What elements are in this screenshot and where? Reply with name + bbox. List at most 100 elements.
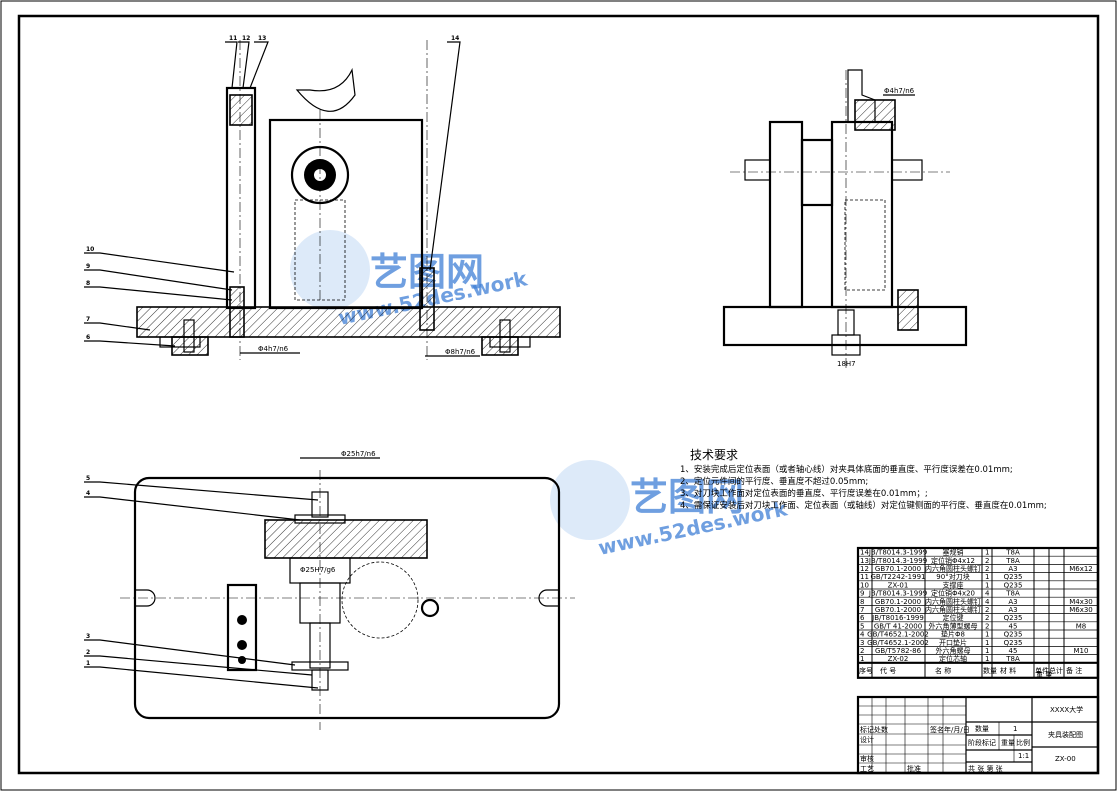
parts-header-unit: 单件总计: [1035, 666, 1063, 675]
svg-text:共 张 第 张: 共 张 第 张: [968, 764, 1003, 773]
parts-cell-code: GB/T4652.1-2002: [867, 631, 929, 639]
parts-header-qty: 数量: [983, 666, 997, 675]
parts-header-note: 备 注: [1066, 666, 1082, 675]
parts-cell-qty: 1: [985, 581, 989, 589]
parts-cell-no: 2: [860, 647, 864, 655]
svg-text:Φ25H7/g6: Φ25H7/g6: [300, 566, 336, 574]
parts-header-name: 名 称: [935, 666, 951, 675]
svg-text:年/月/日: 年/月/日: [944, 725, 970, 734]
parts-cell-qty: 1: [985, 549, 989, 557]
parts-cell-qty: 4: [985, 598, 990, 606]
parts-cell-qty: 1: [985, 573, 989, 581]
svg-text:1: 1: [86, 660, 90, 667]
parts-header-weight: 重 量: [1036, 671, 1052, 679]
parts-cell-code: JB/T8014.3-1999: [868, 549, 927, 557]
parts-cell-mat: 45: [1009, 647, 1018, 655]
parts-cell-qty: 1: [985, 655, 989, 663]
drawing-title: 夹具装配图: [1048, 730, 1083, 739]
parts-cell-code: GB70.1-2000: [875, 606, 921, 614]
parts-cell-qty: 2: [985, 606, 989, 614]
parts-cell-no: 10: [860, 581, 869, 589]
parts-row: 12 GB70.1-2000 内六角圆柱头螺钉 2 A3 M6x12: [860, 564, 1093, 573]
svg-text:13: 13: [258, 35, 266, 42]
svg-text:14: 14: [451, 35, 459, 42]
parts-cell-mat: A3: [1008, 598, 1017, 606]
parts-cell-name: 内六角圆柱头螺钉: [925, 564, 981, 573]
parts-header-no: 序号: [859, 666, 873, 675]
parts-header-mat: 材 料: [1000, 666, 1016, 675]
svg-text:工艺: 工艺: [860, 765, 874, 773]
parts-cell-name: 内六角圆柱头螺钉: [925, 597, 981, 606]
parts-cell-no: 13: [860, 557, 869, 565]
svg-text:1: 1: [1013, 725, 1017, 733]
parts-cell-qty: 1: [985, 647, 989, 655]
parts-cell-code: JB/T8014.3-1999: [868, 557, 927, 565]
svg-text:艺图网: 艺图网: [630, 475, 744, 519]
parts-cell-code: GB/T4652.1-2002: [867, 639, 929, 647]
svg-text:Φ8h7/n6: Φ8h7/n6: [445, 348, 476, 356]
parts-cell-mat: Q235: [1004, 614, 1023, 622]
tech-item: 3、对刀块工作面对定位表面的垂直度、平行度误差在0.01mm；;: [680, 488, 928, 499]
parts-cell-no: 11: [860, 573, 869, 581]
parts-cell-code: GB/T5782-86: [875, 647, 922, 655]
tech-item: 2、定位元件间的平行度、垂直度不超过0.05mm;: [680, 476, 868, 487]
parts-cell-mat: T8A: [1005, 655, 1020, 663]
svg-text:4: 4: [86, 490, 90, 497]
school-name: XXXX大学: [1050, 705, 1083, 714]
parts-cell-no: 3: [860, 639, 864, 647]
parts-cell-code: JB/T8014.3-1999: [868, 590, 927, 598]
parts-cell-name: 定位销Φ4x20: [931, 589, 975, 598]
svg-text:处数: 处数: [874, 725, 888, 734]
tech-title: 技术要求: [690, 448, 738, 462]
parts-cell-name: 定位芯轴: [939, 654, 967, 663]
parts-cell-qty: 2: [985, 622, 989, 630]
svg-text:批准: 批准: [907, 764, 921, 773]
side-view: Φ4h7/n6 18H7: [722, 69, 968, 370]
svg-text:1:1: 1:1: [1018, 752, 1029, 760]
svg-text:8: 8: [86, 280, 90, 287]
svg-text:5: 5: [86, 475, 90, 482]
svg-text:阶段标记: 阶段标记: [968, 738, 996, 747]
title-block: 标记 处数 签名 年/月/日 设计 审核 工艺 批准 数量 1 阶段标记 重量 …: [856, 695, 1100, 775]
parts-cell-mat: A3: [1008, 606, 1017, 614]
parts-cell-code: JB/T8016-1999: [871, 614, 924, 622]
svg-text:3: 3: [86, 633, 90, 640]
parts-cell-qty: 2: [985, 565, 989, 573]
svg-text:6: 6: [86, 334, 90, 341]
svg-text:9: 9: [86, 263, 90, 270]
parts-cell-mat: Q235: [1004, 573, 1023, 581]
parts-cell-name: 垫片Φ8: [941, 630, 965, 639]
parts-cell-code: GB70.1-2000: [875, 598, 921, 606]
svg-text:数量: 数量: [975, 724, 989, 733]
parts-cell-mat: Q235: [1004, 581, 1023, 589]
technical-requirements: 技术要求 1、安装完成后定位表面（或者轴心线）对夹具体底面的垂直度、平行度误差在…: [680, 448, 1047, 511]
parts-cell-name: 90°对刀块: [936, 572, 969, 581]
parts-cell-note: M10: [1074, 647, 1089, 655]
parts-cell-code: GB70.1-2000: [875, 565, 921, 573]
parts-cell-code: GB/T 41-2000: [874, 622, 922, 630]
parts-cell-no: 12: [860, 565, 869, 573]
parts-cell-name: 开口垫片: [939, 638, 967, 647]
parts-cell-mat: Q235: [1004, 639, 1023, 647]
svg-text:7: 7: [86, 316, 90, 323]
parts-cell-mat: A3: [1008, 565, 1017, 573]
parts-cell-note: M6x12: [1069, 565, 1093, 573]
top-view: Φ25h7/n6 Φ25H7/g6 5 4 3 2 1: [84, 450, 575, 730]
svg-text:Φ4h7/n6: Φ4h7/n6: [884, 87, 915, 95]
svg-text:签名: 签名: [930, 725, 944, 734]
parts-header-code: 代 号: [880, 666, 896, 675]
parts-cell-no: 6: [860, 614, 865, 622]
parts-cell-note: M8: [1076, 622, 1087, 630]
tech-item: 4、需保证安装后对刀块工作面、定位表面（或轴线）对定位键侧面的平行度、垂直度在0…: [680, 500, 1047, 511]
drawing-frame: [17, 14, 1100, 775]
parts-cell-mat: 45: [1009, 622, 1018, 630]
